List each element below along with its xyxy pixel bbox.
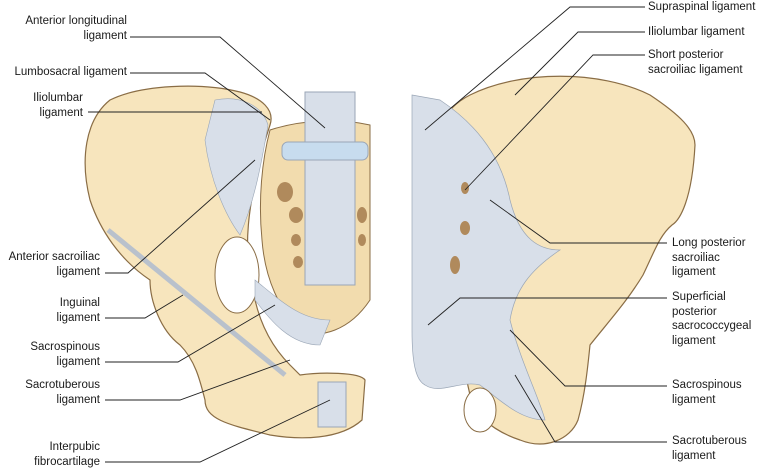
label-line: Anterior longitudinal [25, 15, 127, 27]
label-short-posterior-sacroiliac-ligament: Short posterior sacroiliac ligament [648, 48, 743, 77]
label-line: Inguinal [59, 297, 100, 309]
label-line: posterior [672, 305, 717, 318]
label-inguinal-ligament: Inguinal ligament [57, 296, 100, 325]
greater-sciatic-notch [463, 387, 497, 433]
label-line: Supraspinal ligament [648, 1, 756, 13]
leader-iliolumbar-right [514, 31, 645, 96]
label-iliolumbar-ligament-right: Iliolumbar ligament [648, 25, 745, 40]
label-anterior-sacroiliac-ligament: Anterior sacroiliac ligament [9, 250, 100, 279]
leader-supraspinal [424, 6, 645, 131]
label-line: ligament [672, 393, 716, 406]
lumbar-vertebra [304, 91, 356, 143]
label-line: ligament [83, 29, 127, 42]
anterior-view [84, 85, 371, 439]
sacrum-posterior-ligaments [411, 94, 562, 421]
label-line: Iliolumbar [33, 92, 83, 104]
label-line: Anterior sacroiliac [8, 251, 100, 263]
leader-lines [88, 6, 667, 463]
leader-anterior-longitudinal [130, 36, 326, 129]
label-long-posterior-sacroiliac-ligament: Long posterior sacroiliac ligament [672, 236, 746, 280]
label-line: fibrocartilage [34, 455, 100, 468]
leader-inguinal [105, 294, 184, 319]
label-anterior-longitudinal-ligament: Anterior longitudinal ligament [25, 14, 127, 43]
label-supraspinal-ligament: Supraspinal ligament [648, 0, 755, 15]
label-line: sacroiliac ligament [648, 63, 743, 76]
leader-superficial-posterior-sacrococcygeal [427, 297, 667, 326]
label-line: ligament [56, 265, 100, 278]
inguinal-ligament-shape [106, 228, 287, 377]
label-sacrospinous-ligament-right: Sacrospinous ligament [672, 378, 742, 407]
leader-interpubic [105, 399, 331, 463]
label-line: ligament [672, 266, 716, 278]
label-line: sacroiliac [672, 251, 720, 264]
label-interpubic-fibrocartilage: Interpubic fibrocartilage [34, 440, 100, 469]
leader-short-posterior-sacroiliac [464, 54, 645, 191]
label-line: Long posterior [672, 237, 746, 249]
label-line: ligament [39, 106, 83, 119]
intervertebral-disc [281, 141, 369, 161]
leader-sacrotuberous-right [514, 374, 667, 443]
leader-long-posterior-sacroiliac [489, 199, 667, 244]
label-line: Sacrospinous [672, 379, 742, 391]
label-line: Lumbosacral ligament [14, 66, 127, 78]
label-sacrotuberous-ligament-right: Sacrotuberous ligament [672, 434, 747, 463]
leader-anterior-sacroiliac [105, 159, 256, 274]
label-line: sacrococcygeal [672, 320, 752, 332]
leader-lumbosacral [130, 72, 271, 121]
label-sacrospinous-ligament-left: Sacrospinous ligament [30, 340, 100, 369]
label-line: Iliolumbar ligament [648, 26, 745, 38]
label-line: ligament [56, 393, 100, 406]
label-line: Interpubic [49, 441, 100, 453]
anterior-sacroiliac-ligament-shape [204, 98, 269, 236]
label-superficial-posterior-sacrococcygeal-ligament: Superficial posterior sacrococcygeal ligame… [672, 290, 751, 348]
label-line: ligament [672, 449, 716, 462]
label-line: Superficial [672, 291, 726, 303]
label-line: Sacrospinous [30, 341, 100, 353]
sacrospinous-ligament-shape [254, 279, 331, 346]
leader-sacrospinous-right [509, 329, 667, 387]
label-line: ligament [56, 355, 100, 368]
anterior-longitudinal-ligament-shape [304, 159, 356, 286]
label-line: ligament [56, 311, 100, 324]
label-line: Sacrotuberous [25, 379, 100, 391]
label-lumbosacral-ligament: Lumbosacral ligament [14, 65, 127, 80]
label-line: Short posterior [648, 49, 724, 61]
label-iliolumbar-ligament-left: Iliolumbar ligament [33, 91, 83, 120]
label-line: ligament [672, 334, 716, 347]
interpubic-disc [317, 381, 347, 428]
leader-sacrotuberous-left [105, 359, 291, 401]
leader-sacrospinous-left [105, 304, 276, 363]
label-line: Sacrotuberous [672, 435, 747, 447]
obturator-foramen [214, 236, 260, 314]
label-sacrotuberous-ligament-left: Sacrotuberous ligament [25, 378, 100, 407]
posterior-view [411, 75, 696, 445]
